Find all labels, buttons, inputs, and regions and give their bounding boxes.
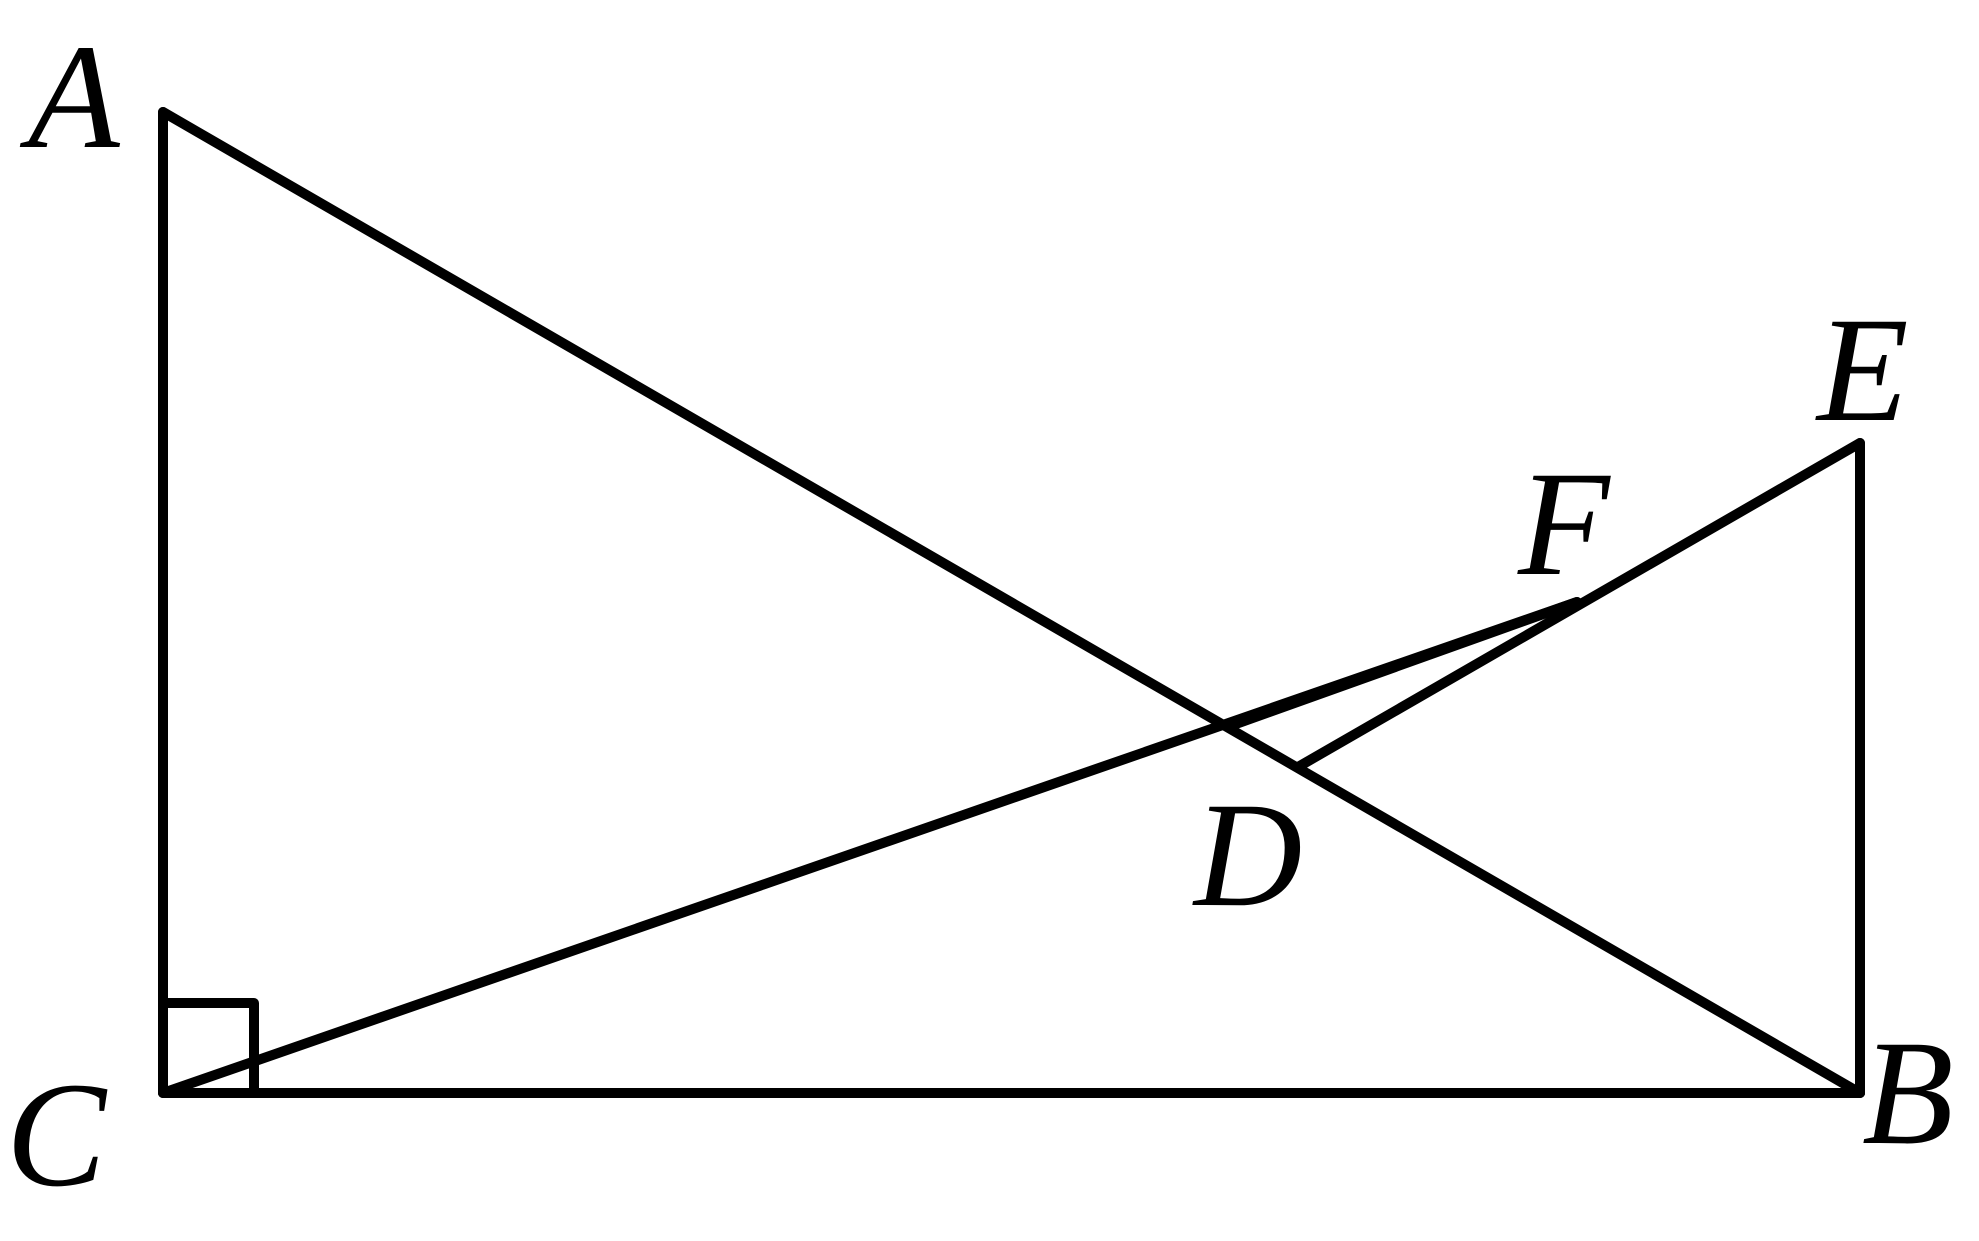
label-b: B xyxy=(1862,1010,1954,1176)
label-a: A xyxy=(19,14,121,180)
label-e: E xyxy=(1815,287,1909,453)
label-c: C xyxy=(6,1052,108,1218)
label-f: F xyxy=(1517,441,1611,607)
segment-ab xyxy=(158,107,1865,1098)
label-d: D xyxy=(1192,772,1302,938)
segment-fd xyxy=(1228,597,1582,730)
